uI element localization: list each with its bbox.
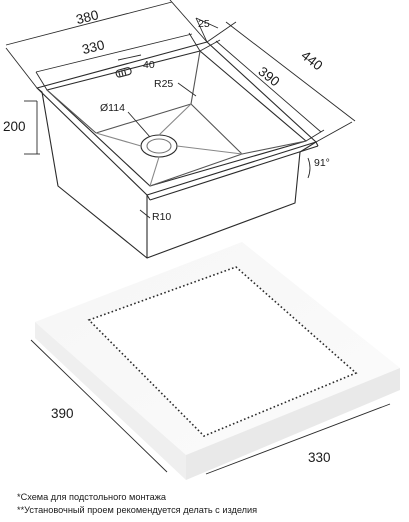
sink-bowl-floor	[95, 103, 243, 187]
label-corner-radius-bottom: R10	[152, 211, 171, 223]
dim-inner-depth: 390	[255, 64, 282, 90]
dim-drain-offset: 40	[143, 59, 155, 71]
sink-left-wall	[36, 87, 148, 259]
slab-front-left-face	[35, 322, 186, 480]
label-corner-radius-top: R25	[154, 78, 173, 90]
label-wall-angle: 91°	[314, 157, 330, 169]
dim-outer-width: 380	[74, 7, 99, 27]
sink-drawing	[36, 41, 319, 259]
overflow-slot	[115, 67, 132, 78]
dim-cutout-depth: 390	[51, 406, 74, 421]
sink-dimension-lines	[5, 0, 356, 219]
countertop-slab	[35, 242, 400, 480]
cutout-dimension-lines	[30, 339, 391, 475]
dim-inner-width: 330	[80, 37, 105, 57]
dim-height: 200	[3, 119, 26, 134]
drain-hole	[140, 134, 178, 158]
dim-flange: 25	[198, 18, 210, 30]
note-mounting-scheme: *Схема для подстольного монтажа	[17, 492, 166, 502]
dim-cutout-width: 330	[308, 450, 331, 465]
label-drain-diameter: Ø114	[100, 102, 125, 114]
sink-front-wall	[146, 141, 317, 259]
note-cutout-recommendation: **Установочный проем рекомендуется делат…	[17, 505, 258, 515]
dim-overall-depth: 440	[298, 48, 325, 74]
cutout-outline	[87, 266, 358, 437]
slab-front-right-face	[186, 368, 400, 480]
